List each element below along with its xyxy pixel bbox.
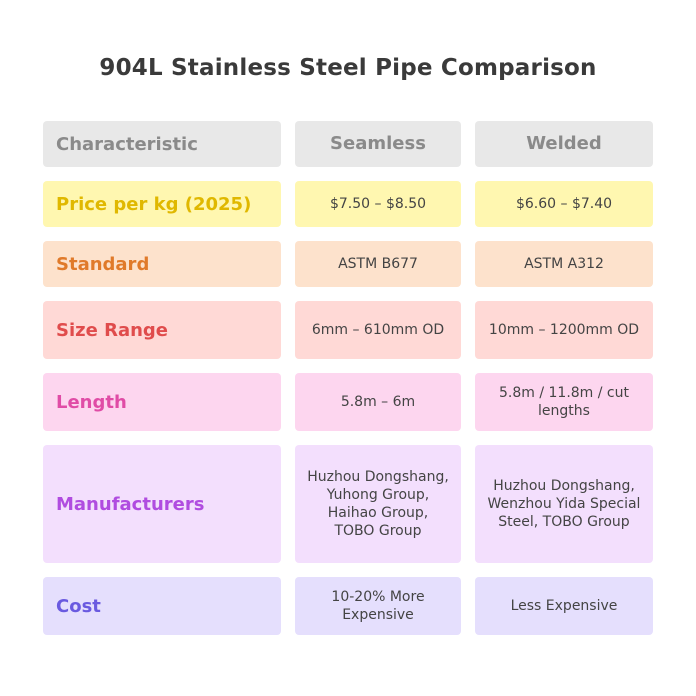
- cell-standard-seamless: ASTM B677: [295, 241, 461, 287]
- header-seamless: Seamless: [295, 121, 461, 167]
- row-label-length: Length: [43, 373, 281, 431]
- header-welded: Welded: [475, 121, 653, 167]
- row-label-size-range: Size Range: [43, 301, 281, 359]
- row-label-price: Price per kg (2025): [43, 181, 281, 227]
- cell-price-seamless: $7.50 – $8.50: [295, 181, 461, 227]
- row-label-standard: Standard: [43, 241, 281, 287]
- cell-length-welded: 5.8m / 11.8m / cut lengths: [475, 373, 653, 431]
- cell-price-welded: $6.60 – $7.40: [475, 181, 653, 227]
- header-characteristic: Characteristic: [43, 121, 281, 167]
- row-label-manufacturers: Manufacturers: [43, 445, 281, 563]
- cell-size-welded: 10mm – 1200mm OD: [475, 301, 653, 359]
- comparison-table: Characteristic Seamless Welded Price per…: [43, 121, 653, 635]
- row-label-cost: Cost: [43, 577, 281, 635]
- cell-manufacturers-welded: Huzhou Dongshang, Wenzhou Yida Special S…: [475, 445, 653, 563]
- cell-cost-welded: Less Expensive: [475, 577, 653, 635]
- cell-size-seamless: 6mm – 610mm OD: [295, 301, 461, 359]
- cell-length-seamless: 5.8m – 6m: [295, 373, 461, 431]
- page-title: 904L Stainless Steel Pipe Comparison: [99, 55, 597, 81]
- cell-standard-welded: ASTM A312: [475, 241, 653, 287]
- cell-manufacturers-seamless: Huzhou Dongshang, Yuhong Group, Haihao G…: [295, 445, 461, 563]
- cell-cost-seamless: 10-20% More Expensive: [295, 577, 461, 635]
